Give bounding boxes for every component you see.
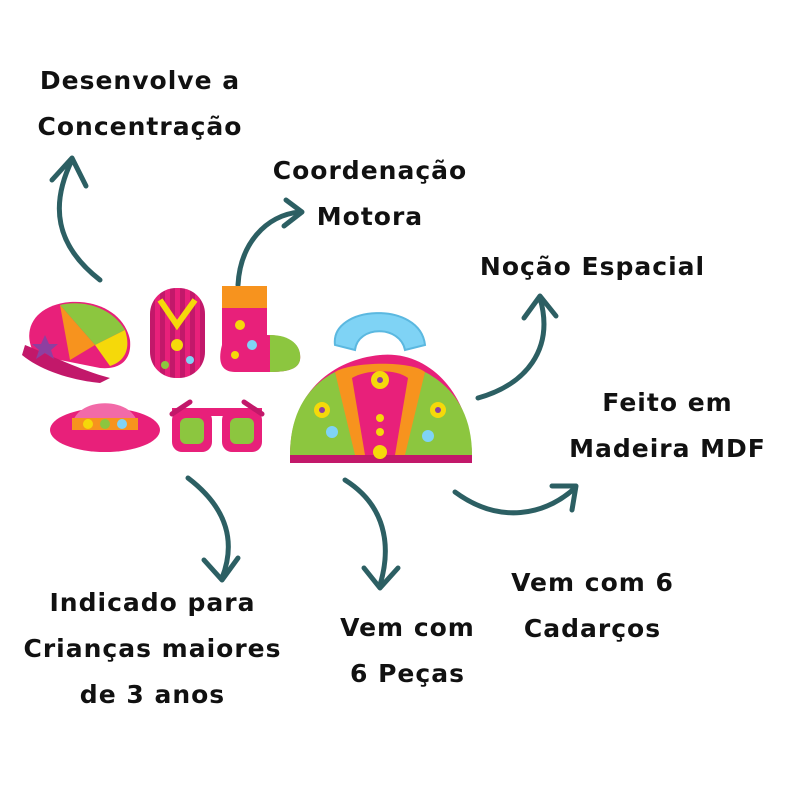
label-spatial: Noção Espacial: [479, 252, 706, 281]
arrow-concentration: [49, 155, 103, 283]
sock-icon: [220, 286, 301, 372]
label-mdf: Feito em Madeira MDF: [569, 388, 766, 463]
label-pieces: Vem com 6 Peças: [340, 613, 475, 688]
arrow-age: [185, 475, 241, 583]
label-age: Indicado para Crianças maiores de 3 anos: [23, 588, 282, 709]
flipflop-icon: [150, 288, 205, 378]
label-laces: Vem com 6 Cadarços: [511, 568, 674, 643]
glasses-icon: [169, 399, 265, 452]
label-motor-coordination: Coordenação Motora: [272, 156, 468, 231]
label-concentration: Desenvolve a Concentração: [37, 66, 243, 141]
arrow-spatial: [475, 293, 559, 401]
handbag-icon: [290, 312, 472, 463]
sun-hat-icon: [50, 403, 160, 452]
cap-icon: [22, 301, 131, 383]
arrow-pieces: [342, 477, 401, 591]
arrow-mdf: [452, 483, 579, 516]
arrow-motor: [235, 197, 305, 288]
